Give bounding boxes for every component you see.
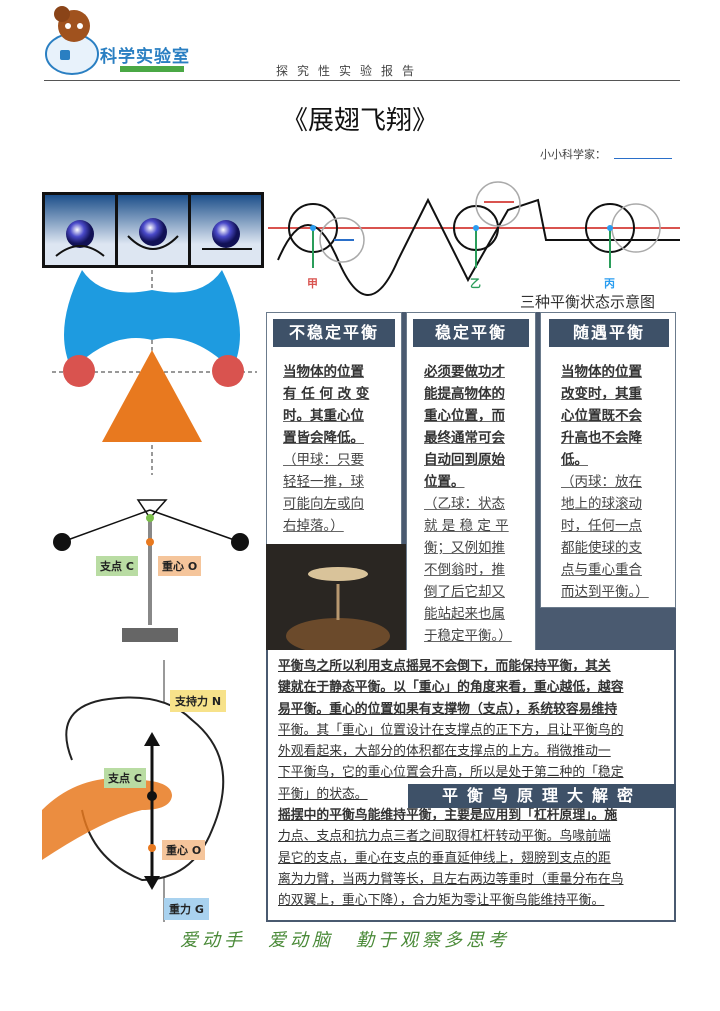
gravity-label: 重力 G — [164, 898, 209, 920]
bird-shape-diagram — [52, 270, 257, 475]
label-bing: 丙 — [604, 277, 615, 290]
label-yi: 乙 — [470, 277, 481, 290]
support-force-label: 支持力 N — [170, 690, 227, 712]
card-unstable-body: 当物体的位置 有 任 何 改 变 时。其重心位 置皆会降低。 （甲球：只要 轻轻… — [283, 364, 370, 534]
principle-text: 平衡鸟之所以利用支点摇晃不会倒下，而能保持平衡，其关 键就在于静态平衡。以「重心… — [278, 659, 624, 909]
card-neutral-title: 随遇平衡 — [549, 319, 669, 347]
card-stable: 稳定平衡 必须要做功才 能提高物体的 重心位置，而 最终通常可会 自动回到原始 … — [406, 312, 536, 652]
card-neutral-body: 当物体的位置 改变时，其重 心位置既不会 升高也不会降 低。 （丙球：放在 地上… — [561, 364, 649, 600]
stand-gravity-center-label: 重心 O — [158, 556, 202, 576]
card-stable-title: 稳定平衡 — [413, 319, 529, 347]
scientist-name-line[interactable] — [614, 158, 672, 159]
stand-pivot-label: 支点 C — [96, 556, 138, 576]
scientist-label: 小小科学家： — [540, 148, 606, 161]
logo-subline — [120, 66, 184, 72]
card-neutral: 随遇平衡 当物体的位置 改变时，其重 心位置既不会 升高也不会降 低。 （丙球：… — [540, 312, 676, 608]
label-jia: 甲 — [307, 277, 318, 290]
card-unstable-title: 不稳定平衡 — [273, 319, 395, 347]
logo-mascot — [45, 6, 99, 75]
ball-boxes-drawing — [55, 218, 252, 257]
hand-gravity-center-label: 重心 O — [162, 840, 206, 860]
page-title: 《展翅飞翔》 — [281, 106, 438, 136]
hand-pivot-label: 支点 C — [104, 768, 146, 788]
card-unstable: 不稳定平衡 当物体的位置 有 任 何 改 变 时。其重心位 置皆会降低。 （甲球… — [266, 312, 402, 548]
hand-finger-diagram — [42, 660, 225, 922]
footer-motto: 爱动手 爱动脑 勤于观察多思考 — [180, 930, 510, 951]
header-title: 探究性实验报告 — [276, 64, 424, 78]
principle-banner: 平衡鸟原理大解密 — [408, 784, 676, 808]
balance-stand-diagram — [53, 499, 249, 642]
three-balance-states-diagram — [268, 181, 680, 296]
diagram-caption: 三种平衡状态示意图 — [520, 293, 656, 311]
header-rule — [44, 80, 680, 81]
balance-bird-photo — [266, 544, 406, 650]
card-stable-body: 必须要做功才 能提高物体的 重心位置，而 最终通常可会 自动回到原始 位置。 （… — [424, 364, 512, 644]
logo-text: 科学实验室 — [100, 47, 190, 67]
